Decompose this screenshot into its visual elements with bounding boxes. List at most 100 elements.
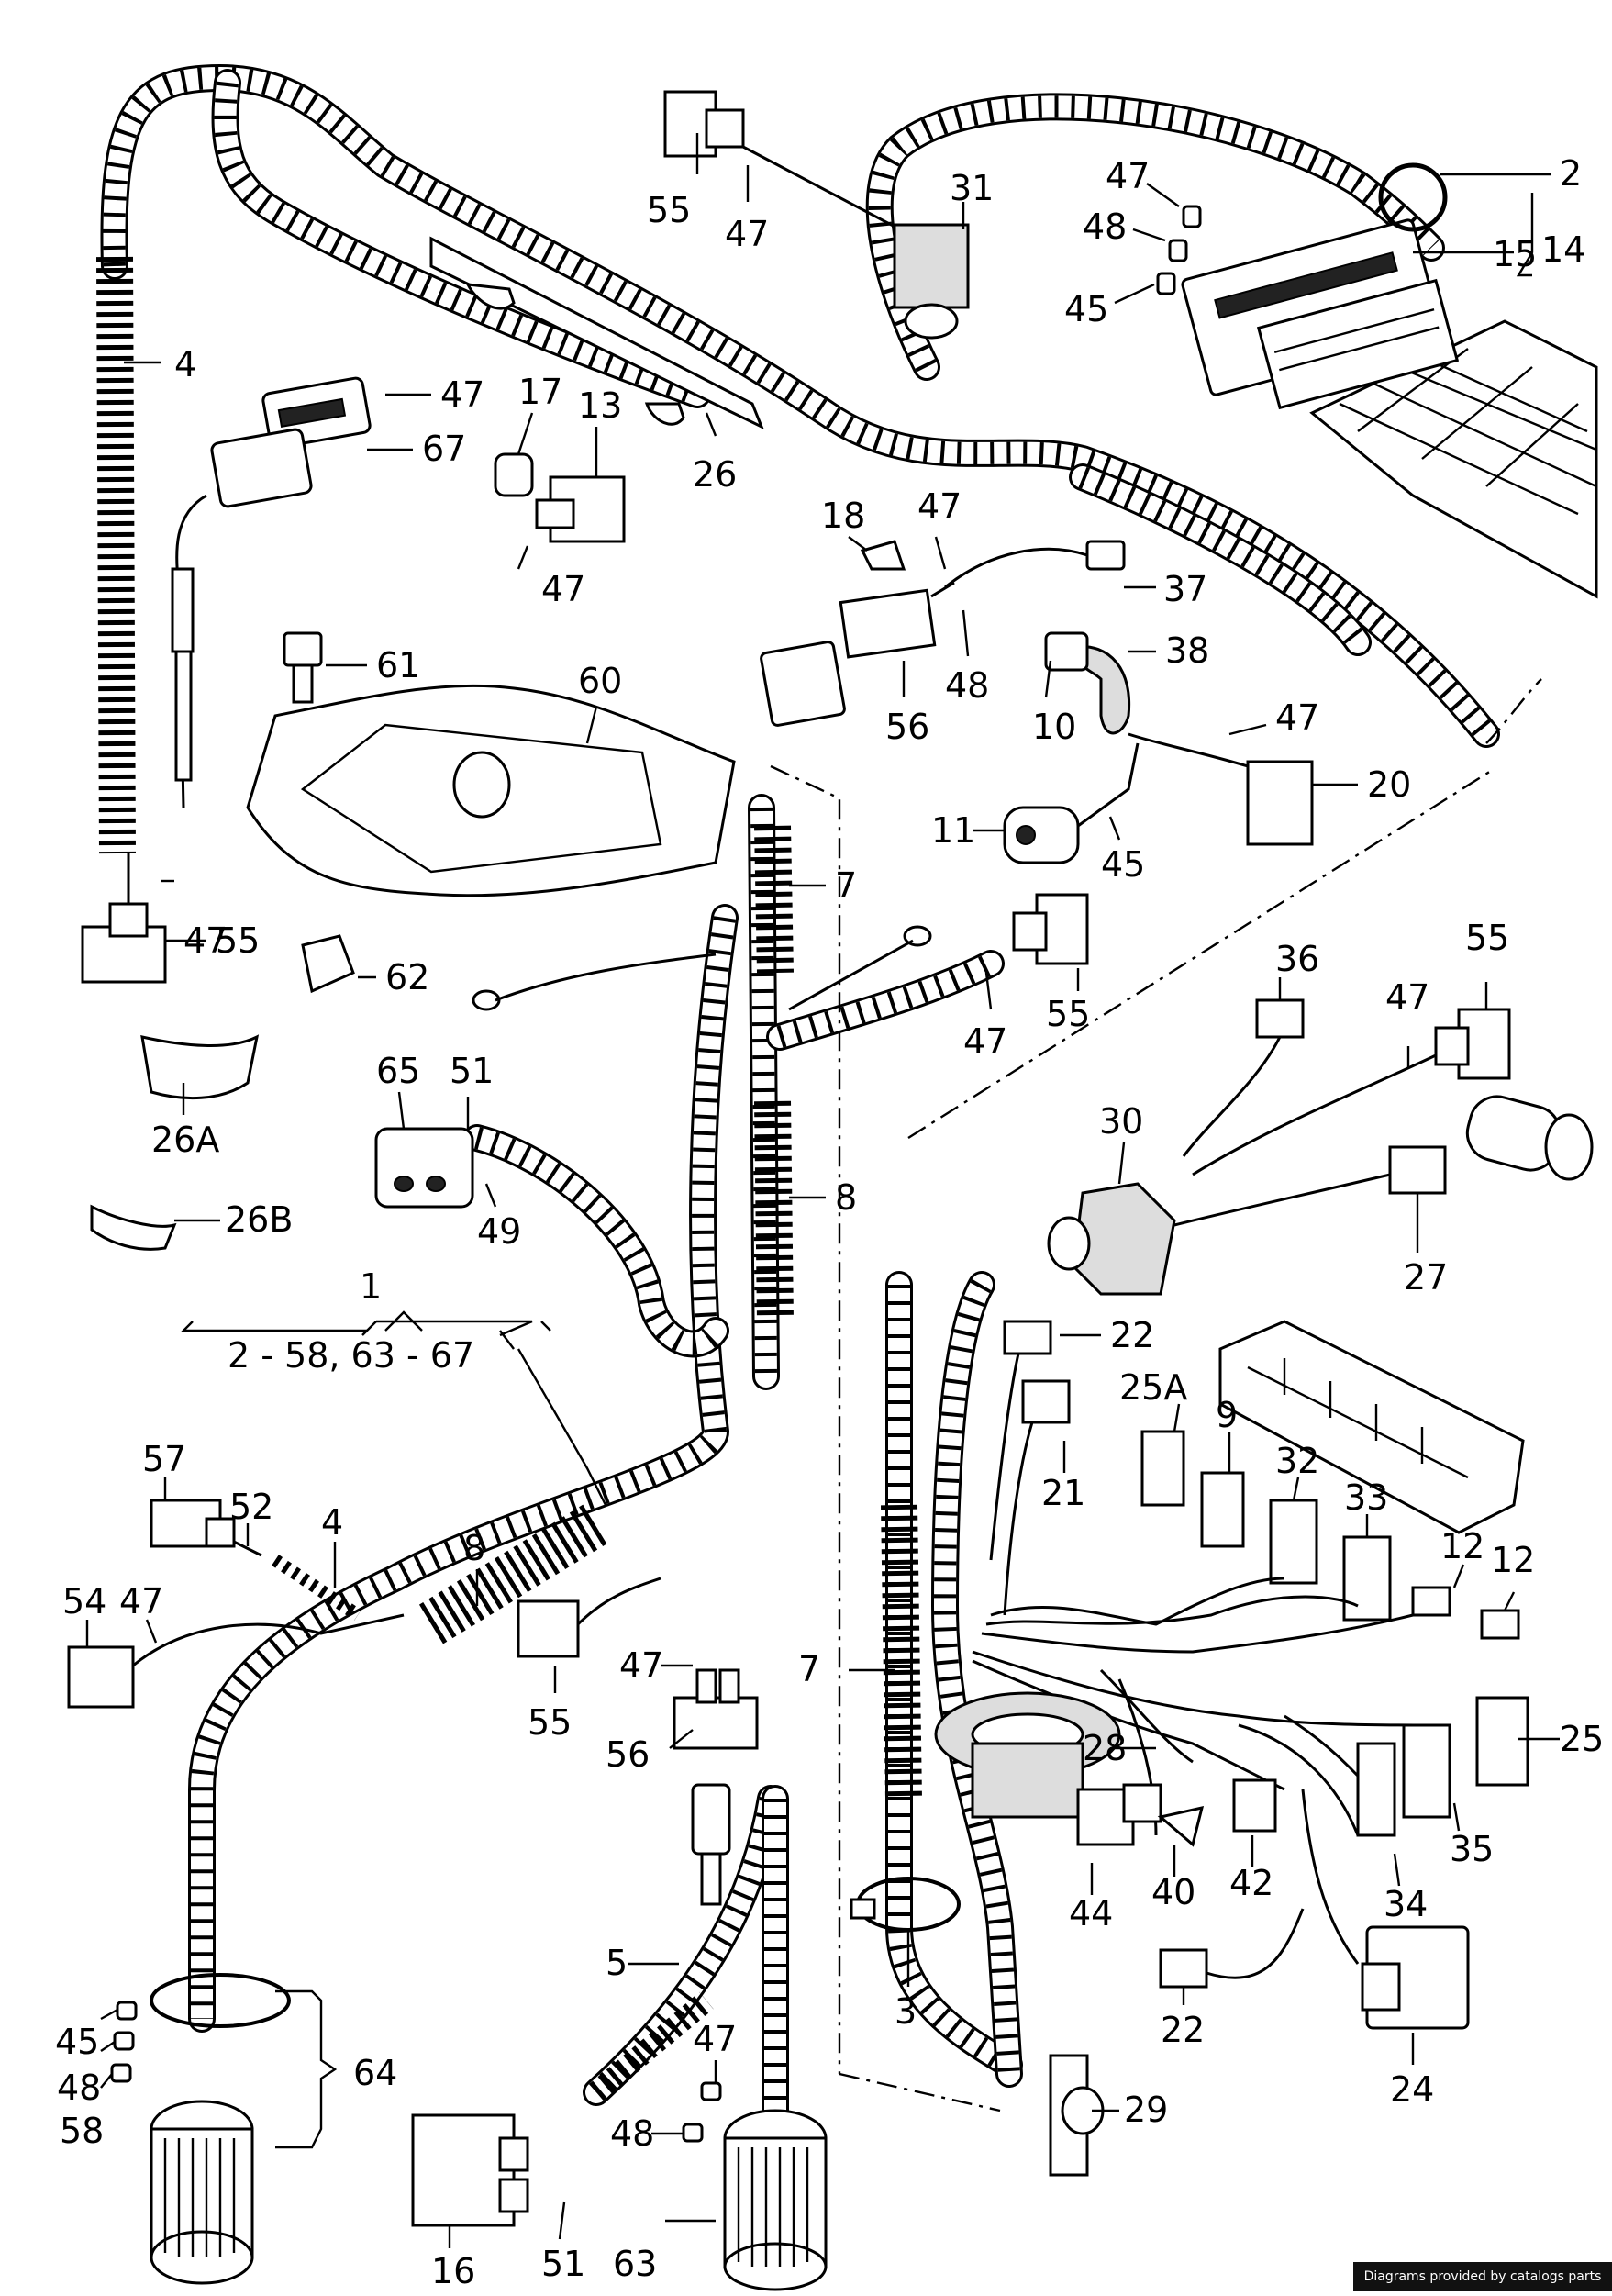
- connector-56-lower: [673, 1668, 759, 1750]
- callout-35: 35: [1450, 1829, 1494, 1869]
- connector-22-bottom: [1159, 1908, 1305, 1989]
- grommet-28: [934, 1691, 1121, 1819]
- connector-65: [374, 1127, 474, 1209]
- callout-54: 54: [62, 1581, 106, 1622]
- connector-55-top: [663, 90, 918, 240]
- callout-26: 26: [693, 454, 737, 495]
- callout-48-c: 48: [57, 2068, 101, 2108]
- clip-40: [1157, 1806, 1205, 1847]
- callout-8-b: 8: [463, 1528, 485, 1568]
- callout-47-a: 47: [1106, 156, 1150, 196]
- callout-4-a: 4: [174, 344, 196, 385]
- callout-52: 52: [229, 1487, 273, 1527]
- callout-47-k: 47: [619, 1645, 663, 1686]
- callout-21: 21: [1041, 1473, 1085, 1513]
- callout-44: 44: [1069, 1893, 1113, 1934]
- callout-10: 10: [1032, 707, 1076, 747]
- callout-47-e: 47: [917, 486, 962, 527]
- callout-31: 31: [950, 168, 994, 208]
- callout-22-a: 22: [1110, 1315, 1154, 1355]
- clip-17: [494, 452, 534, 497]
- callout-27: 27: [1404, 1257, 1448, 1298]
- connector-11: [1003, 742, 1140, 864]
- callout-7-b: 7: [798, 1649, 820, 1689]
- callout-47-l: 47: [693, 2019, 737, 2059]
- relay-block: [760, 641, 846, 727]
- callout-38: 38: [1165, 630, 1209, 671]
- cover-26B: [90, 1204, 177, 1251]
- connector-16: [411, 2113, 529, 2227]
- connector-55-right: [1192, 1008, 1511, 1176]
- callout-63: 63: [613, 2244, 657, 2284]
- callout-range: 2 - 58, 63 - 67: [228, 1335, 474, 1376]
- callout-40: 40: [1151, 1872, 1195, 1912]
- ground-strap: [472, 925, 932, 1011]
- callout-45-b: 45: [1101, 844, 1145, 885]
- connector-57: [150, 1499, 262, 1557]
- grommet-38: [1044, 631, 1131, 735]
- clip-18: [860, 540, 906, 571]
- conduit-4-top: [96, 256, 136, 854]
- connectors-12: [1411, 1586, 1520, 1640]
- connector-22-top: [989, 1320, 1052, 1561]
- callout-45-c: 45: [55, 2022, 99, 2062]
- conduits: [96, 256, 922, 2101]
- callout-51-a: 51: [450, 1051, 494, 1091]
- body-outline-dashed: [770, 678, 1542, 2112]
- relay-connectors: [1140, 1430, 1392, 1622]
- callout-9: 9: [1216, 1395, 1238, 1435]
- callout-64: 64: [353, 2053, 397, 2093]
- callout-2: 2: [1560, 153, 1582, 194]
- callout-5: 5: [606, 1943, 628, 1983]
- callout-36: 36: [1275, 939, 1319, 979]
- connector-13: [535, 475, 626, 543]
- callout-47-i: 47: [1385, 977, 1429, 1018]
- callout-60: 60: [578, 661, 622, 701]
- callout-29: 29: [1124, 2090, 1168, 2130]
- callout-1: 1: [360, 1266, 382, 1307]
- callout-4-b: 4: [321, 1502, 343, 1543]
- fuse-box-top: [1218, 1320, 1525, 1534]
- bracket-26: [429, 236, 764, 430]
- grommet-64: [110, 1973, 291, 2285]
- callout-55-c: 55: [216, 920, 260, 961]
- callout-12-b: 12: [1491, 1540, 1535, 1580]
- callout-7-a: 7: [835, 865, 857, 906]
- callout-62: 62: [385, 957, 429, 998]
- switch-mid: [691, 1783, 731, 1906]
- callout-58: 58: [60, 2111, 104, 2151]
- callout-51-b: 51: [541, 2244, 585, 2284]
- callout-49: 49: [477, 1211, 521, 1252]
- callout-67: 67: [422, 429, 466, 469]
- callout-22-b: 22: [1161, 2010, 1205, 2050]
- callout-47-b: 47: [725, 214, 769, 254]
- connector-54: [67, 1613, 405, 1709]
- connector-44: [1076, 1783, 1162, 1846]
- grommet-30: [1047, 1182, 1176, 1296]
- callout-15: 15: [1493, 234, 1537, 274]
- callout-55-b: 55: [1046, 994, 1090, 1034]
- callout-47-c: 47: [440, 374, 484, 415]
- callout-47-f: 47: [1275, 697, 1319, 738]
- connector-20: [1128, 732, 1314, 846]
- callout-14: 14: [1541, 229, 1585, 270]
- callout-28: 28: [1083, 1728, 1127, 1768]
- callout-25A: 25A: [1119, 1367, 1187, 1408]
- callout-26B: 26B: [225, 1199, 293, 1240]
- callout-24: 24: [1390, 2069, 1434, 2110]
- callout-3: 3: [895, 1991, 917, 2032]
- harness-main: [100, 64, 1500, 2143]
- callout-48-a: 48: [1083, 206, 1127, 247]
- callout-48-d: 48: [610, 2113, 654, 2154]
- conduit-8-upper: [754, 1100, 794, 1322]
- callout-8-a: 8: [835, 1177, 857, 1218]
- callout-48-b: 48: [945, 665, 989, 706]
- callout-55-e: 55: [528, 1702, 572, 1743]
- callout-37: 37: [1163, 569, 1207, 609]
- callout-47-g: 47: [963, 1021, 1007, 1062]
- control-unit-24: [1361, 1925, 1470, 2030]
- grommet-63: [682, 2081, 828, 2291]
- seal-plugs-top-right: [1156, 205, 1202, 295]
- connector-37: [944, 540, 1126, 589]
